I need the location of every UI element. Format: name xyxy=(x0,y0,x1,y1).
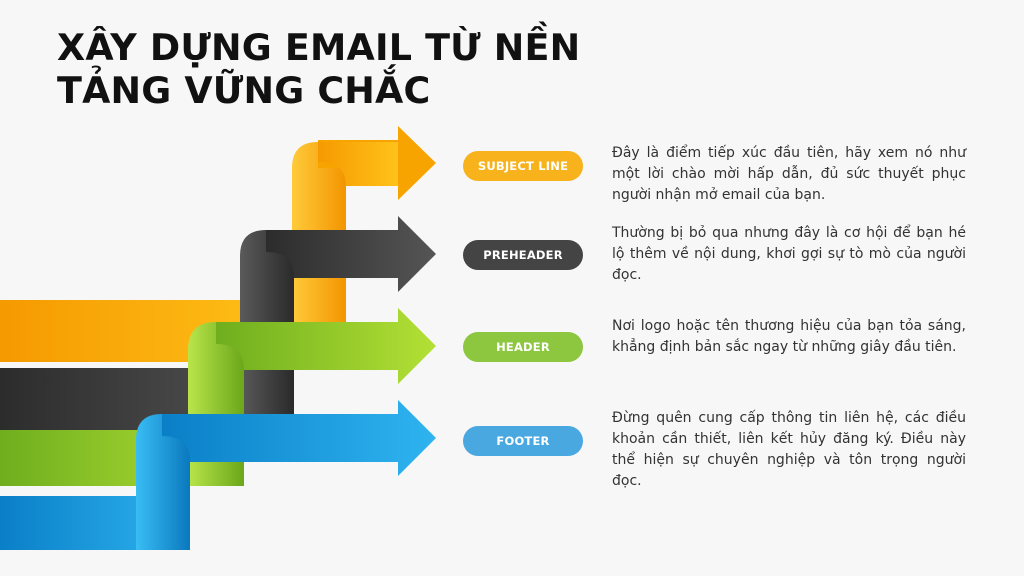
arrows-illustration xyxy=(0,126,436,550)
pill-label: PREHEADER xyxy=(483,248,563,262)
title-line-2: TẢNG VỮNG CHẮC xyxy=(57,69,431,112)
pill-label: HEADER xyxy=(496,340,550,354)
page-title: XÂY DỰNG EMAIL TỪ NỀN TẢNG VỮNG CHẮC xyxy=(57,26,617,112)
blue-arrow xyxy=(0,400,436,550)
title-line-1: XÂY DỰNG EMAIL TỪ NỀN xyxy=(57,26,581,69)
pill-header: HEADER xyxy=(463,332,583,362)
pill-footer: FOOTER xyxy=(463,426,583,456)
pill-subject-line: SUBJECT LINE xyxy=(463,151,583,181)
description-preheader: Thường bị bỏ qua nhưng đây là cơ hội để … xyxy=(612,225,966,283)
description-subject-line: Đây là điểm tiếp xúc đầu tiên, hãy xem n… xyxy=(612,145,966,203)
description-header: Nơi logo hoặc tên thương hiệu của bạn tỏ… xyxy=(612,318,966,355)
pill-label: FOOTER xyxy=(496,434,550,448)
pill-preheader: PREHEADER xyxy=(463,240,583,270)
description-footer: Đừng quên cung cấp thông tin liên hệ, cá… xyxy=(612,410,966,489)
pill-label: SUBJECT LINE xyxy=(477,159,569,173)
